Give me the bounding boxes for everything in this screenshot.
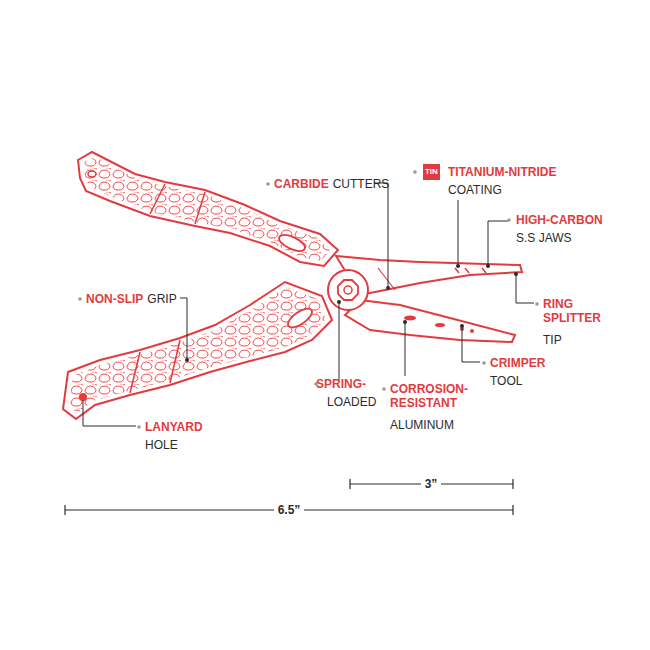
- part-name: TITANIUM-NITRIDE: [448, 165, 556, 179]
- part-name: HOLE: [145, 438, 178, 452]
- part-name: S.S JAWS: [516, 231, 572, 245]
- part-name: HIGH-CARBON: [516, 213, 603, 227]
- lower-handle: [63, 282, 332, 419]
- part-name: CRIMPER: [490, 356, 545, 370]
- leader-dots: [185, 264, 518, 362]
- part-name: NON-SLIP: [86, 292, 143, 306]
- bullets: [78, 170, 539, 429]
- part-name: ALUMINUM: [390, 418, 454, 432]
- part-name: GRIP: [147, 292, 176, 306]
- part-name: RING SPLITTER: [543, 297, 613, 325]
- part-name: LANYARD: [145, 420, 203, 434]
- dimension-label: 6.5”: [274, 503, 305, 517]
- part-name: COATING: [448, 183, 502, 197]
- pivot: [328, 270, 368, 310]
- part-name: TIP: [543, 333, 562, 347]
- part-name: CORROSION- RESISTANT: [390, 382, 474, 410]
- part-name: CARBIDE: [274, 177, 329, 191]
- leader-lines: [83, 183, 534, 426]
- upper-handle: [78, 152, 338, 266]
- part-name: LOADED: [327, 395, 376, 409]
- dimension-label: 3”: [421, 477, 442, 491]
- coating-badge: TiN: [423, 164, 440, 180]
- part-name: CUTTERS: [333, 177, 390, 191]
- part-name: SPRING-: [316, 377, 366, 391]
- part-name: TOOL: [490, 374, 522, 388]
